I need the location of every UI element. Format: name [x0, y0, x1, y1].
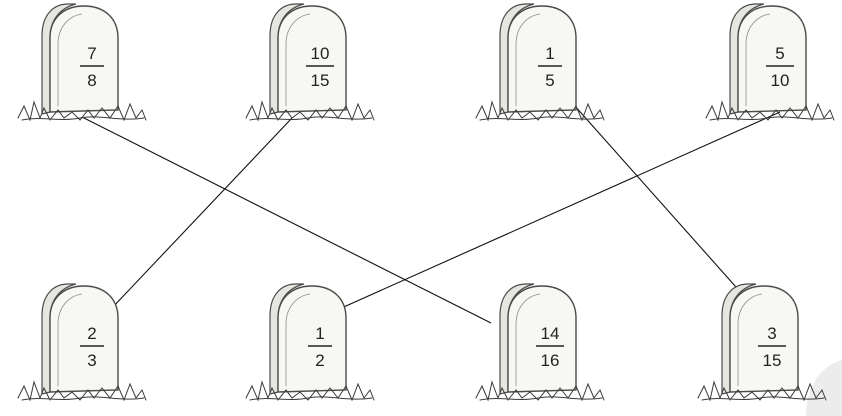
tombstone-7-8: 7 8 [17, 3, 147, 121]
match-line-t1-t7 [81, 116, 492, 324]
numerator: 2 [87, 324, 96, 343]
numerator: 7 [87, 44, 96, 63]
numerator: 1 [315, 324, 324, 343]
denominator: 8 [87, 71, 96, 90]
denominator: 10 [771, 71, 790, 90]
denominator: 15 [311, 71, 330, 90]
numerator: 14 [541, 324, 560, 343]
denominator: 3 [87, 351, 96, 370]
numerator: 5 [775, 44, 784, 63]
tombstone-2-3: 2 3 [17, 283, 147, 401]
tombstone-14-16: 14 16 [475, 283, 605, 401]
numerator: 1 [545, 44, 554, 63]
tombstone-1-5: 1 5 [475, 3, 605, 121]
numerator: 10 [311, 44, 330, 63]
tombstone-3-15: 3 15 [697, 283, 827, 401]
match-line-t3-t8 [565, 95, 761, 315]
tombstone-5-10: 5 10 [705, 3, 835, 121]
denominator: 16 [541, 351, 560, 370]
tombstone-1-2: 1 2 [245, 283, 375, 401]
denominator: 15 [763, 351, 782, 370]
match-line-t4-t6 [336, 111, 781, 311]
match-lines [81, 95, 781, 324]
tombstone-10-15: 10 15 [245, 3, 375, 121]
corner-decoration [806, 360, 842, 416]
numerator: 3 [767, 324, 776, 343]
match-line-t2-t5 [110, 117, 293, 310]
denominator: 5 [545, 71, 554, 90]
denominator: 2 [315, 351, 324, 370]
